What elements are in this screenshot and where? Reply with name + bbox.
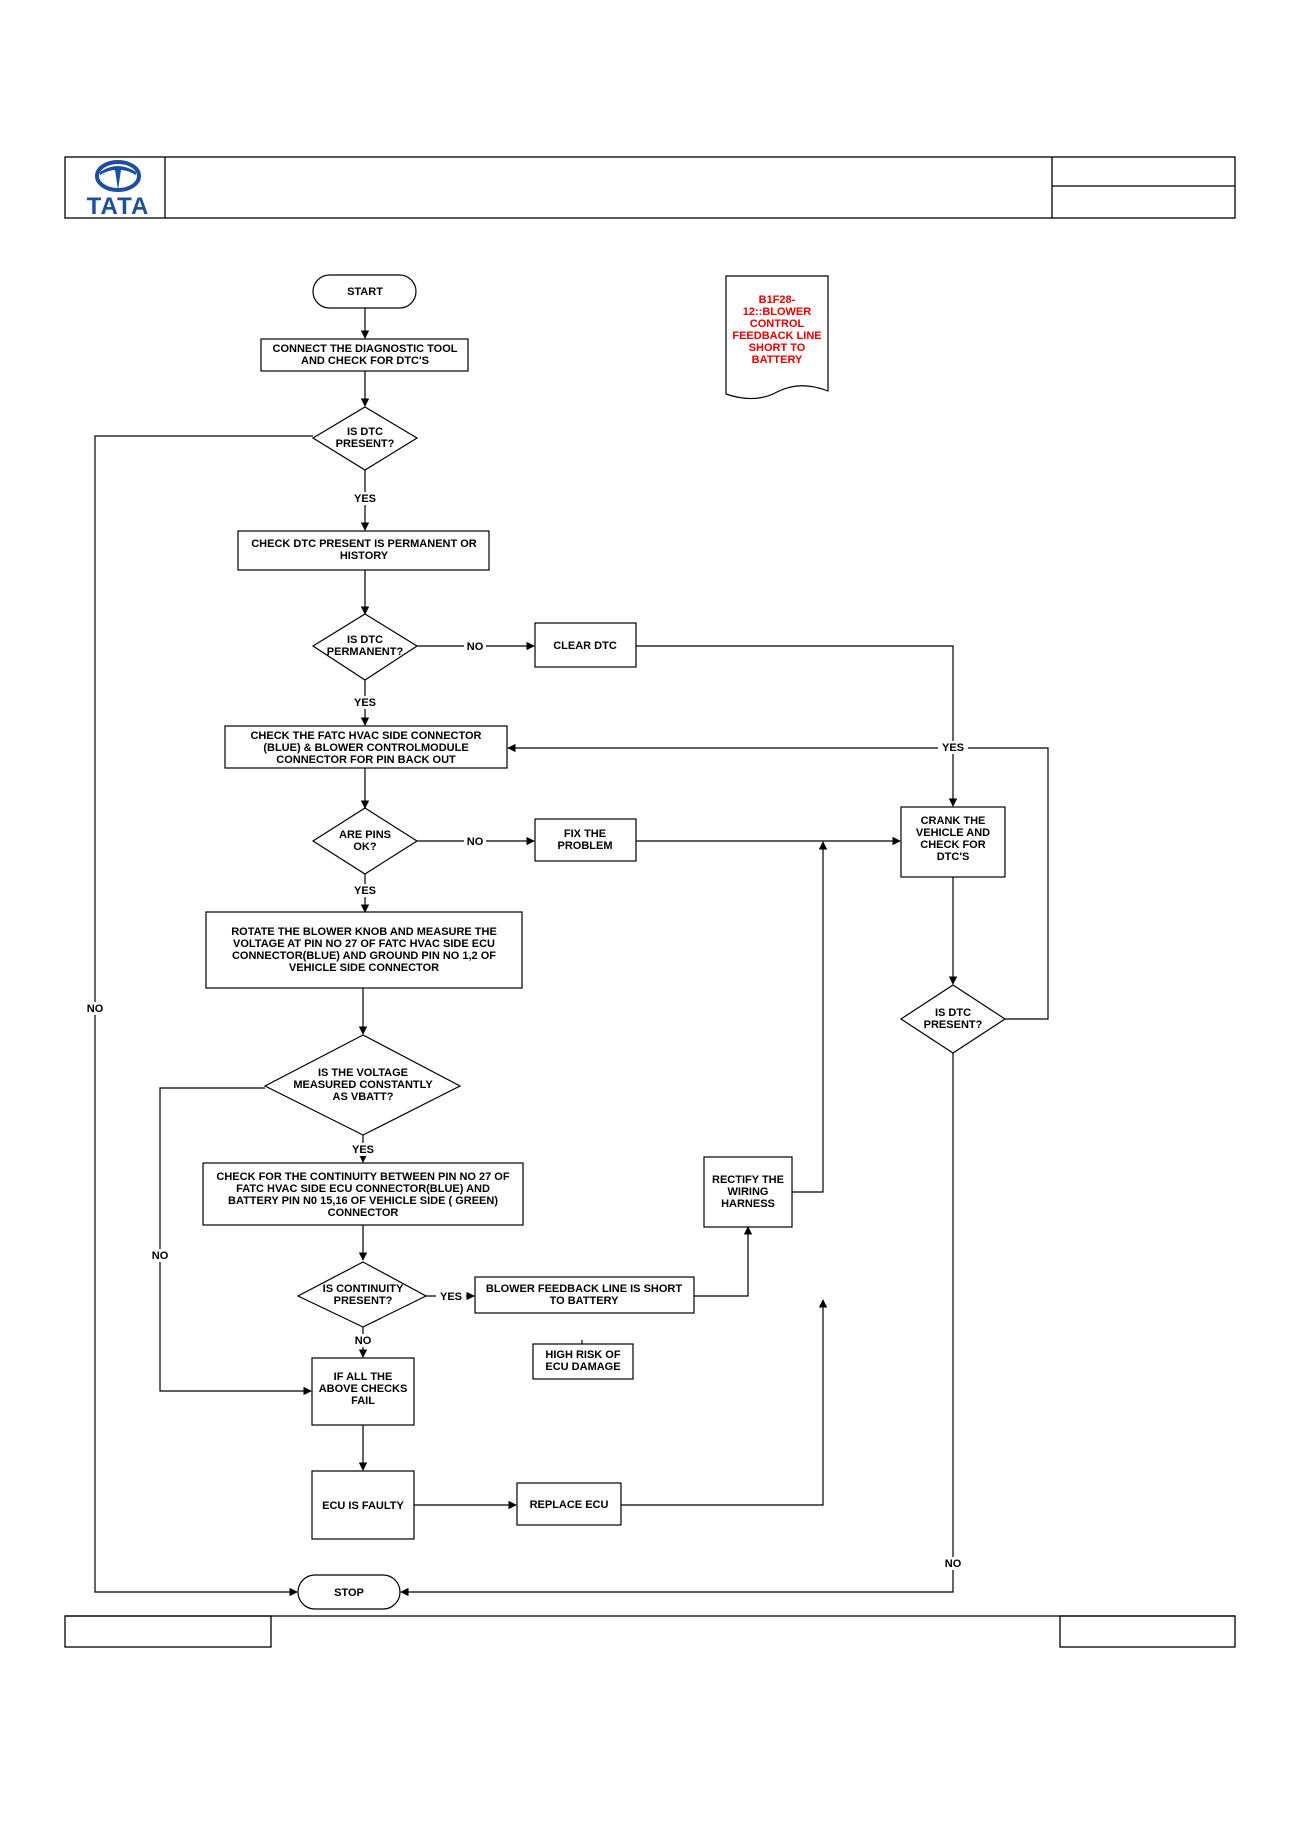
node-rotate-blower: ROTATE THE BLOWER KNOB AND MEASURE THE V… [205, 911, 523, 989]
node-label: IS DTC [347, 634, 383, 646]
node-label: ABOVE CHECKS [319, 1383, 408, 1395]
node-stop: STOP [297, 1574, 401, 1610]
node-label: CHECK FOR [920, 839, 985, 851]
decision-are-pins-ok: ARE PINS OK? [311, 807, 419, 875]
edge-label-yes: YES [352, 1144, 374, 1156]
edge-label-no: NO [467, 641, 484, 653]
edge-label-no: NO [945, 1558, 962, 1570]
edge-label-yes: YES [354, 697, 376, 709]
decision-is-continuity-present: IS CONTINUITY PRESENT? [296, 1261, 428, 1328]
node-high-risk: HIGH RISK OF ECU DAMAGE [532, 1343, 634, 1380]
node-label: CLEAR DTC [553, 640, 617, 652]
node-label: CRANK THE [921, 815, 986, 827]
edge-label-no: NO [87, 1003, 104, 1015]
decision-is-dtc-permanent: IS DTC PERMANENT? [311, 613, 419, 681]
node-blower-short: BLOWER FEEDBACK LINE IS SHORT TO BATTERY [474, 1276, 695, 1314]
decision-is-dtc-present-2: IS DTC PRESENT? [899, 984, 1007, 1054]
node-label: BATTERY PIN N0 15,16 OF VEHICLE SIDE ( G… [228, 1195, 498, 1207]
node-label: CHECK THE FATC HVAC SIDE CONNECTOR [250, 730, 481, 742]
node-check-continuity: CHECK FOR THE CONTINUITY BETWEEN PIN NO … [202, 1162, 524, 1226]
edge-label-yes: YES [942, 742, 964, 754]
node-crank-vehicle: CRANK THE VEHICLE AND CHECK FOR DTC'S [900, 806, 1006, 878]
node-label: CONNECTOR(BLUE) AND GROUND PIN NO 1,2 OF [232, 950, 496, 962]
node-label: IS CONTINUITY [323, 1283, 404, 1295]
decision-is-voltage-vbatt: IS THE VOLTAGE MEASURED CONSTANTLY AS VB… [263, 1034, 462, 1136]
node-label: CONNECTOR [328, 1207, 399, 1219]
node-label: MEASURED CONSTANTLY [293, 1079, 433, 1091]
node-label: HARNESS [721, 1198, 775, 1210]
node-label: WIRING [728, 1186, 769, 1198]
page-footer [64, 1615, 1236, 1648]
dtc-note: B1F28- 12::BLOWER CONTROL FEEDBACK LINE … [725, 275, 829, 400]
node-all-checks-fail: IF ALL THE ABOVE CHECKS FAIL [311, 1357, 415, 1426]
node-label: PROBLEM [558, 840, 613, 852]
node-label: (BLUE) & BLOWER CONTROLMODULE [263, 742, 468, 754]
node-label: PERMANENT? [327, 646, 404, 658]
node-label: REPLACE ECU [530, 1499, 609, 1511]
dtc-note-line: FEEDBACK LINE [732, 330, 821, 342]
node-start-label: START [347, 286, 383, 298]
dtc-note-line: SHORT TO [749, 342, 806, 354]
node-fix-problem: FIX THE PROBLEM [534, 818, 637, 862]
dtc-note-line: CONTROL [750, 318, 805, 330]
node-label: TO BATTERY [550, 1295, 620, 1307]
node-label: IS THE VOLTAGE [318, 1067, 408, 1079]
node-check-permanent: CHECK DTC PRESENT IS PERMANENT OR HISTOR… [237, 530, 490, 571]
node-label: PRESENT? [336, 438, 395, 450]
node-label: CONNECTOR FOR PIN BACK OUT [276, 754, 456, 766]
node-start: START [312, 274, 417, 309]
node-replace-ecu: REPLACE ECU [516, 1482, 622, 1526]
node-label: FAIL [351, 1395, 375, 1407]
page-header [64, 156, 1236, 219]
node-label: IS DTC [347, 426, 383, 438]
node-clear-dtc: CLEAR DTC [534, 622, 637, 668]
edge-label-no: NO [355, 1335, 372, 1347]
node-label: ARE PINS [339, 829, 391, 841]
node-label: AND CHECK FOR DTC'S [301, 355, 429, 367]
node-label: BLOWER FEEDBACK LINE IS SHORT [486, 1283, 682, 1295]
dtc-note-line: BATTERY [752, 354, 803, 366]
node-rectify-harness: RECTIFY THE WIRING HARNESS [703, 1156, 793, 1228]
node-label: AS VBATT? [333, 1091, 394, 1103]
node-check-fatc: CHECK THE FATC HVAC SIDE CONNECTOR (BLUE… [224, 725, 508, 769]
node-stop-label: STOP [334, 1587, 364, 1599]
node-connect-tool: CONNECT THE DIAGNOSTIC TOOL AND CHECK FO… [260, 338, 469, 372]
node-label: DTC'S [937, 851, 970, 863]
node-label: VEHICLE SIDE CONNECTOR [289, 962, 439, 974]
node-label: ECU DAMAGE [545, 1361, 620, 1373]
node-label: CONNECT THE DIAGNOSTIC TOOL [273, 343, 458, 355]
node-label: HIGH RISK OF [545, 1349, 620, 1361]
node-label: RECTIFY THE [712, 1174, 784, 1186]
node-label: IS DTC [935, 1007, 971, 1019]
node-label: CHECK FOR THE CONTINUITY BETWEEN PIN NO … [216, 1171, 509, 1183]
node-label: PRESENT? [334, 1295, 393, 1307]
node-ecu-faulty: ECU IS FAULTY [311, 1470, 415, 1540]
node-label: FATC HVAC SIDE ECU CONNECTOR(BLUE) AND [236, 1183, 490, 1195]
node-label: PRESENT? [924, 1019, 983, 1031]
edge-labels: YES NO NO YES YES NO YES NO YES YES NO N… [84, 492, 968, 1570]
node-label: FIX THE [564, 828, 606, 840]
dtc-note-line: 12::BLOWER [743, 306, 812, 318]
decision-is-dtc-present: IS DTC PRESENT? [311, 406, 419, 471]
dtc-note-line: B1F28- [759, 294, 796, 306]
tata-logo: TATA [87, 160, 150, 220]
logo-text: TATA [87, 193, 150, 220]
edge-label-no: NO [152, 1250, 169, 1262]
node-label: CHECK DTC PRESENT IS PERMANENT OR [251, 538, 477, 550]
edge-label-no: NO [467, 836, 484, 848]
edge-label-yes: YES [440, 1291, 462, 1303]
node-label: VOLTAGE AT PIN NO 27 OF FATC HVAC SIDE E… [233, 938, 495, 950]
node-label: IF ALL THE [334, 1371, 393, 1383]
node-label: ECU IS FAULTY [322, 1500, 404, 1512]
node-label: OK? [353, 841, 377, 853]
node-label: HISTORY [340, 550, 389, 562]
node-label: VEHICLE AND [916, 827, 990, 839]
node-label: ROTATE THE BLOWER KNOB AND MEASURE THE [231, 926, 497, 938]
edge-label-yes: YES [354, 493, 376, 505]
edge-label-yes: YES [354, 885, 376, 897]
